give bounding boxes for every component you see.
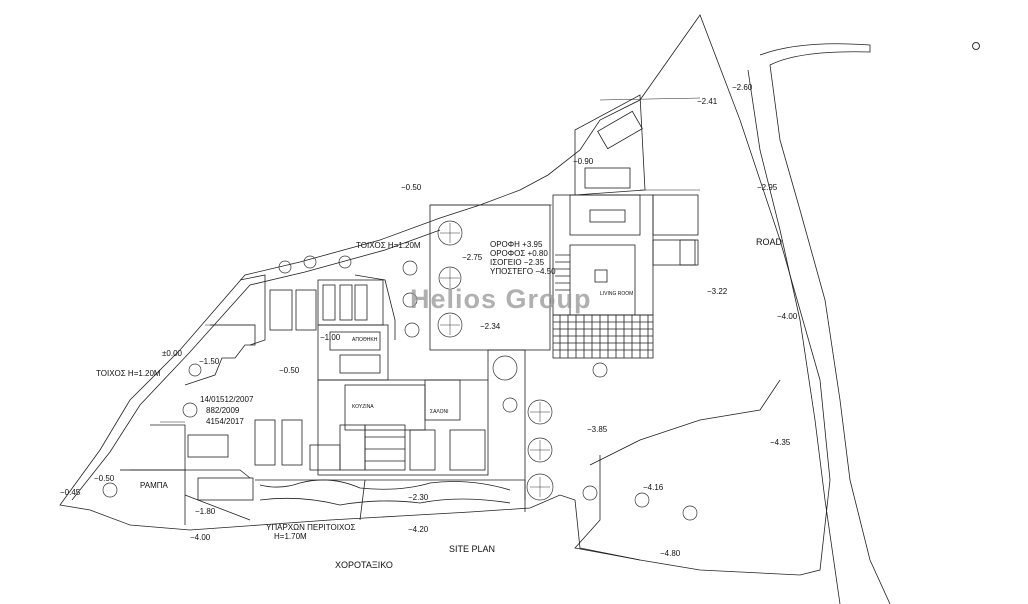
level-marker: ±0.00 [162, 349, 182, 358]
level-marker: −4.00 [190, 533, 211, 542]
room-living: LIVING ROOM [600, 291, 634, 297]
level-marker: −2.75 [462, 253, 483, 262]
level-marker: −2.34 [480, 322, 501, 331]
level-marker: −4.80 [660, 549, 681, 558]
height-roof: ΟΡΟΦΗ +3.95 [490, 240, 543, 249]
level-marker: −4.20 [408, 525, 429, 534]
road-label: ROAD [756, 237, 783, 247]
level-marker: −0.50 [279, 366, 300, 375]
permit-line1: 14/01512/2007 [200, 395, 254, 404]
permit-line2: 882/2009 [206, 406, 240, 415]
level-marker: −2.95 [757, 183, 778, 192]
existing-wall-line1: ΥΠΑΡΧΩΝ ΠΕΡΙΤΟΙΧΟΣ [266, 523, 356, 532]
level-marker: −2.41 [697, 97, 718, 106]
level-marker: −4.00 [777, 312, 798, 321]
room-apothiki: ΑΠΟΘΗΚΗ [352, 337, 378, 343]
top-wall-label: ΤΟΙΧΟΣ Η=1.20Μ [356, 241, 421, 250]
north-marker-icon [972, 42, 980, 50]
height-ground: ΙΣΟΓΕΙΟ −2.35 [490, 258, 545, 267]
existing-wall-line2: Η=1.70Μ [274, 532, 307, 541]
watermark-text: Helios Group [410, 284, 592, 314]
level-marker: −4.35 [770, 438, 791, 447]
permit-line3: 4154/2017 [206, 417, 244, 426]
level-marker: −2.60 [732, 83, 753, 92]
room-dining: ΣΑΛΟΝΙ [430, 409, 449, 415]
plan-title: SITE PLAN [449, 544, 496, 554]
level-marker: −3.85 [587, 425, 608, 434]
road-edge-1 [759, 43, 891, 604]
plot-boundary [59, 14, 831, 576]
level-marker: −0.45 [60, 488, 81, 497]
level-marker: −2.30 [408, 493, 429, 502]
level-marker: −4.16 [643, 483, 664, 492]
height-basement: ΥΠΟΣΤΕΓΟ −4.50 [490, 267, 556, 276]
height-floor: ΟΡΟΦΟΣ +0.80 [490, 249, 548, 258]
level-marker: −0.50 [401, 183, 422, 192]
level-marker: −1.50 [199, 357, 220, 366]
level-marker: −1.80 [195, 507, 216, 516]
left-wall-label: ΤΟΙΧΟΣ Η=1.20Μ [96, 369, 161, 378]
room-kitchen: ΚΟΥΖΙΝΑ [352, 404, 374, 410]
road-edge-2 [747, 69, 841, 604]
neighbour-label: ΧΟΡΟΤΑΞΙΚΟ [335, 560, 393, 570]
level-marker: −3.22 [707, 287, 728, 296]
level-marker: −0.90 [573, 157, 594, 166]
ramp-label: ΡΑΜΠΑ [140, 481, 168, 490]
level-marker: −0.50 [94, 474, 115, 483]
level-marker: −1.00 [320, 333, 341, 342]
